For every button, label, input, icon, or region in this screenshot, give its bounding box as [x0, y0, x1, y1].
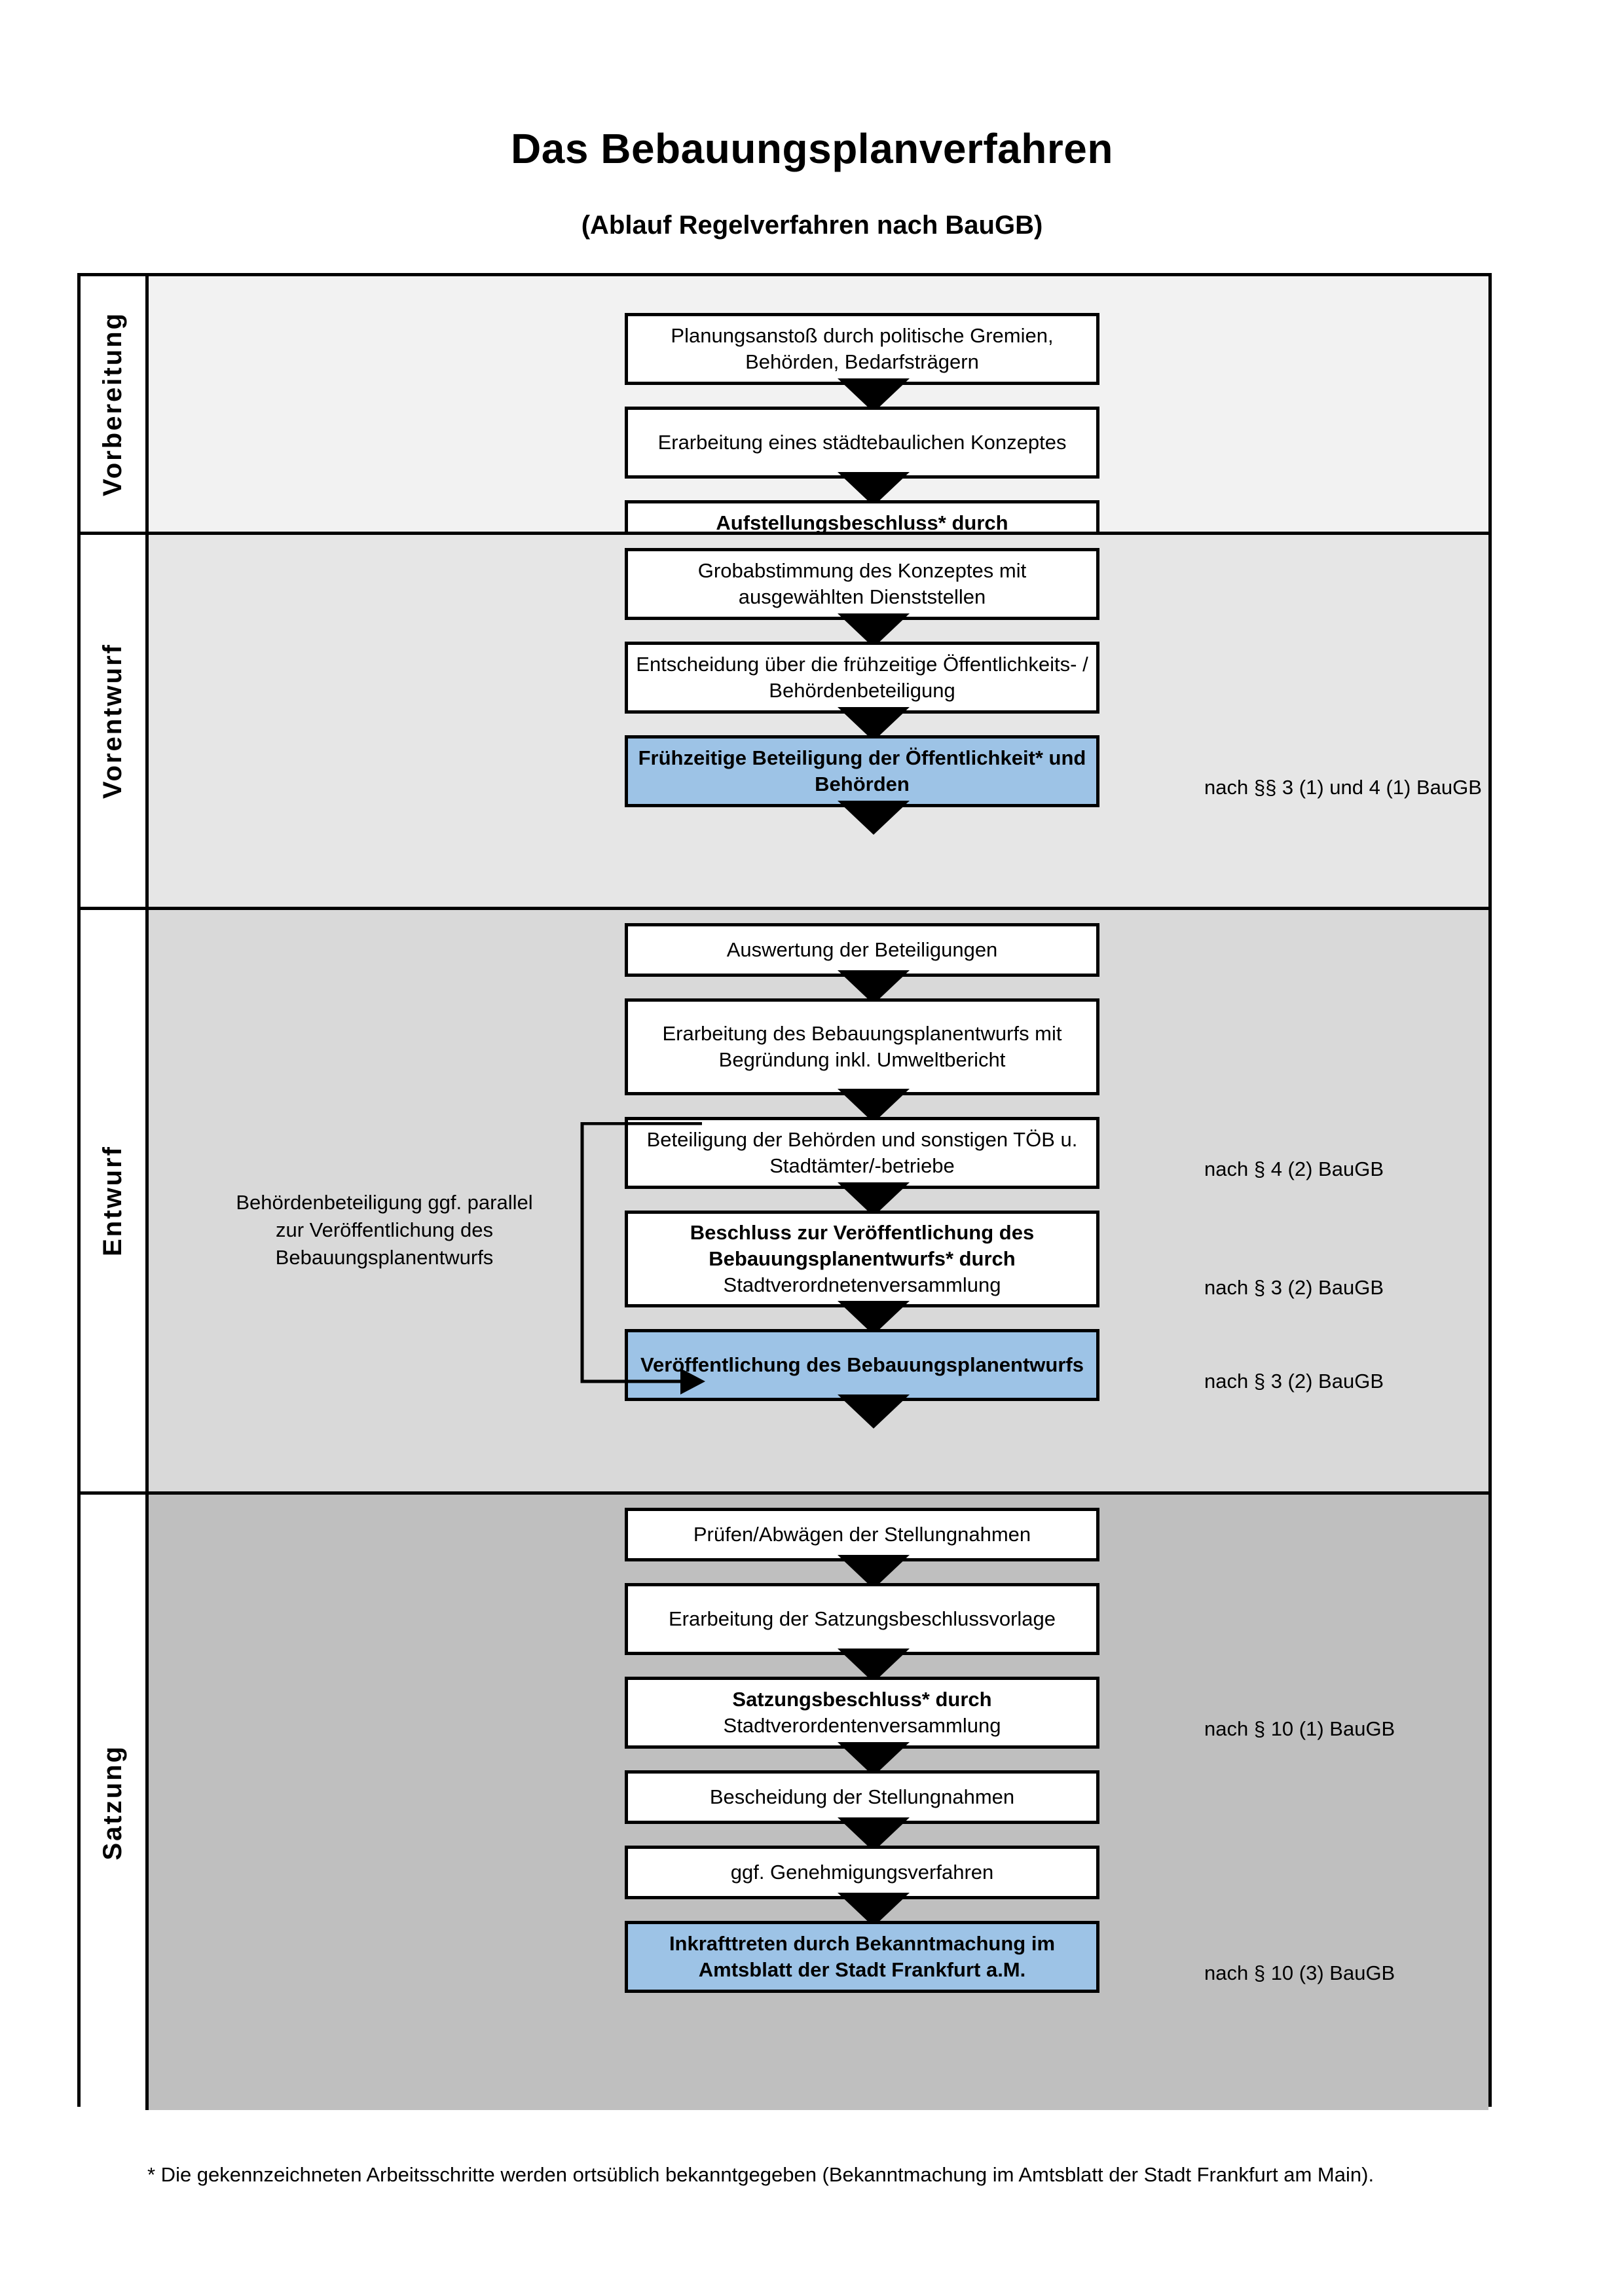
flow-step-vorentwurf-1[interactable]: Entscheidung über die frühzeitige Öffent…: [625, 642, 1099, 714]
flow-step-entwurf-3[interactable]: Beschluss zur Veröffentlichung des Bebau…: [625, 1211, 1099, 1307]
flow-step-label: Erarbeitung des Bebauungsplanentwurfs mi…: [662, 1021, 1062, 1071]
flow-step-vorentwurf-0[interactable]: Grobabstimmung des Konzeptes mit ausgewä…: [625, 548, 1099, 620]
flow-step-label: Prüfen/Abwägen der Stellungnahmen: [693, 1522, 1031, 1546]
page-title: Das Bebauungsplanverfahren: [511, 125, 1113, 172]
flowchart-diagram: Vorbereitung Planungsanstoß durch politis…: [77, 273, 1492, 2110]
flow-step-vorbereitung-0[interactable]: Planungsanstoß durch politische Gremien,…: [625, 313, 1099, 385]
flow-step-vorbereitung-1[interactable]: Erarbeitung eines städtebaulichen Konzep…: [625, 407, 1099, 479]
flow-step-label: Erarbeitung eines städtebaulichen Konzep…: [657, 430, 1067, 454]
phase-label-cell-vorentwurf: Vorentwurf: [81, 535, 149, 907]
flow-step-entwurf-4[interactable]: Veröffentlichung des Bebauungsplanentwur…: [625, 1329, 1099, 1401]
phase-row-satzung: Satzung Prüfen/Abwägen der Stellungnahmen…: [81, 1491, 1488, 2110]
page-subtitle: (Ablauf Regelverfahren nach BauGB): [581, 211, 1043, 240]
legal-reference: nach § 10 (3) BauGB: [1204, 1961, 1395, 1984]
legal-reference: nach § 4 (2) BauGB: [1204, 1157, 1384, 1180]
phase-body-vorbereitung: Planungsanstoß durch politische Gremien,…: [149, 276, 1488, 600]
phase-label-satzung: Satzung: [98, 1744, 127, 1861]
flow-step-label: Frühzeitige Beteiligung der Öffentlichke…: [638, 746, 1086, 795]
flow-step-label: Beteiligung der Behörden und sonstigen T…: [646, 1127, 1078, 1177]
flow-step-label: Inkrafttreten durch Bekanntmachung im Am…: [669, 1931, 1056, 1981]
flow-step-label: Auswertung der Beteiligungen: [726, 938, 998, 961]
footnote: * Die gekennzeichneten Arbeitsschritte w…: [147, 2163, 1375, 2186]
flow-step-satzung-2[interactable]: Satzungsbeschluss* durch Stadtverordente…: [625, 1677, 1099, 1749]
phase-row-vorentwurf: Vorentwurf Grobabstimmung des Konzeptes m…: [81, 532, 1488, 907]
phase-label-vorentwurf: Vorentwurf: [98, 642, 127, 799]
phase-label-cell-satzung: Satzung: [81, 1495, 149, 2110]
legal-reference: nach §§ 3 (1) und 4 (1) BauGB: [1204, 776, 1482, 799]
phase-label-cell-entwurf: Entwurf: [81, 910, 149, 1491]
flow-arrow-down: [838, 1394, 910, 1429]
flow-step-label: Erarbeitung der Satzungsbeschlussvorlage: [668, 1607, 1056, 1630]
flow-step-label: Bescheidung der Stellungnahmen: [709, 1785, 1015, 1808]
flow-step-label: Entscheidung über die frühzeitige Öffent…: [636, 652, 1088, 702]
flow-step-satzung-5[interactable]: Inkrafttreten durch Bekanntmachung im Am…: [625, 1921, 1099, 1993]
flow-step-satzung-0[interactable]: Prüfen/Abwägen der Stellungnahmen: [625, 1508, 1099, 1561]
flow-arrow-down: [838, 801, 910, 835]
flow-step-vorentwurf-2[interactable]: Frühzeitige Beteiligung der Öffentlichke…: [625, 735, 1099, 807]
legal-reference: nach § 3 (2) BauGB: [1204, 1276, 1384, 1299]
flow-step-satzung-3[interactable]: Bescheidung der Stellungnahmen: [625, 1770, 1099, 1824]
flow-step-satzung-4[interactable]: ggf. Genehmigungsverfahren: [625, 1846, 1099, 1899]
phase-row-vorbereitung: Vorbereitung Planungsanstoß durch politis…: [81, 276, 1488, 600]
flow-step-label: Grobabstimmung des Konzeptes mit ausgewä…: [697, 558, 1027, 608]
phase-label-entwurf: Entwurf: [98, 1145, 127, 1256]
legal-reference: nach § 10 (1) BauGB: [1204, 1717, 1395, 1740]
phase-label-cell-vorbereitung: Vorbereitung: [81, 276, 149, 532]
flow-step-label: Veröffentlichung des Bebauungsplanentwur…: [640, 1353, 1084, 1376]
parallel-process-note: Behördenbeteiligung ggf. parallel zur Ve…: [236, 1191, 533, 1269]
flow-step-label: ggf. Genehmigungsverfahren: [730, 1860, 994, 1884]
flow-step-label: Beschluss zur Veröffentlichung des Bebau…: [690, 1220, 1035, 1297]
flow-step-satzung-1[interactable]: Erarbeitung der Satzungsbeschlussvorlage: [625, 1583, 1099, 1655]
phase-body-vorentwurf: Grobabstimmung des Konzeptes mit ausgewä…: [149, 535, 1488, 907]
flow-step-label: Satzungsbeschluss* durch Stadtverordente…: [723, 1687, 1001, 1737]
flow-step-entwurf-0[interactable]: Auswertung der Beteiligungen: [625, 923, 1099, 977]
flow-step-entwurf-2[interactable]: Beteiligung der Behörden und sonstigen T…: [625, 1117, 1099, 1189]
flow-step-entwurf-1[interactable]: Erarbeitung des Bebauungsplanentwurfs mi…: [625, 998, 1099, 1095]
flow-step-label: Planungsanstoß durch politische Gremien,…: [671, 323, 1054, 373]
phase-label-vorbereitung: Vorbereitung: [98, 312, 127, 496]
legal-reference: nach § 3 (2) BauGB: [1204, 1370, 1384, 1393]
